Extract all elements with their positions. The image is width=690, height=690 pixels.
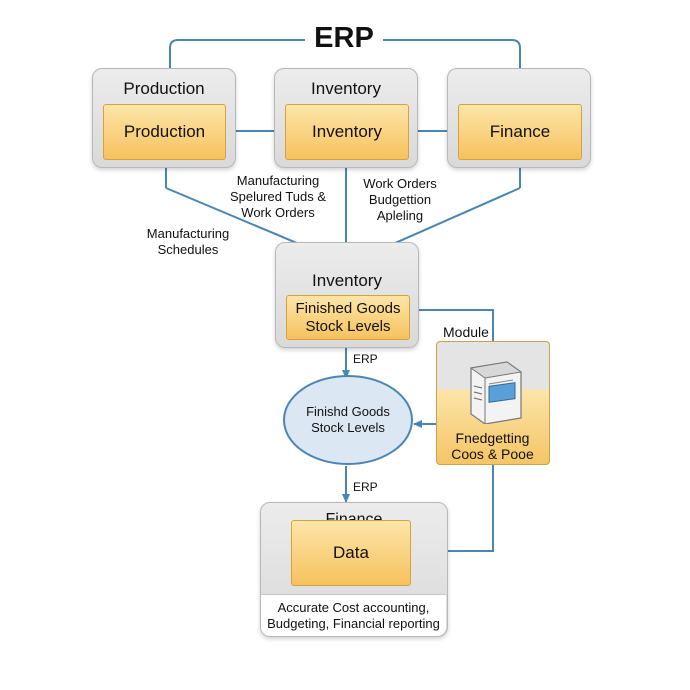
production-inner-box: Production	[103, 104, 226, 160]
label-manufacturing-tuds: Manufacturing Spelured Tuds & Work Order…	[229, 173, 327, 220]
finished-goods-ellipse-text: Finishd Goods Stock Levels	[306, 404, 390, 435]
finance-bottom-box: Finance Data Accurate Cost accounting, B…	[260, 502, 448, 637]
inventory-top-box: Inventory Inventory	[274, 68, 418, 168]
module-box: Fnedgetting Coos & Pooe	[436, 341, 550, 465]
production-box-title: Production	[123, 79, 205, 98]
finance-top-inner-box: Finance	[458, 104, 582, 160]
finance-data-inner-box: Data	[291, 520, 411, 586]
finance-note-panel: Accurate Cost accounting, Budgeting, Fin…	[261, 594, 446, 636]
finished-goods-ellipse-shape	[283, 375, 413, 465]
finance-top-box: Finance	[447, 68, 591, 168]
inventory-top-inner-label: Inventory	[312, 122, 382, 141]
inventory-top-inner-box: Inventory	[285, 104, 409, 160]
finance-note-text: Accurate Cost accounting, Budgeting, Fin…	[267, 600, 440, 631]
line-inventory-mid-to-module	[418, 309, 494, 342]
inventory-mid-line1: Finished Goods	[295, 299, 401, 317]
inventory-top-box-title: Inventory	[311, 79, 381, 98]
module-title: Module	[443, 324, 489, 340]
production-box: Production Production	[92, 68, 236, 168]
erp-bracket-right	[383, 39, 521, 68]
module-text: Fnedgetting Coos & Pooe	[451, 430, 534, 462]
finance-data-label: Data	[333, 543, 369, 562]
label-work-orders: Work Orders Budgettion Apleling	[363, 176, 437, 223]
inventory-mid-inner-box: Finished Goods Stock Levels	[286, 295, 410, 340]
inventory-mid-box-title: Inventory	[312, 271, 382, 290]
inventory-mid-box: Inventory Finished Goods Stock Levels	[275, 242, 419, 348]
erp-label-lower: ERP	[353, 480, 378, 494]
server-document-icon	[469, 361, 523, 424]
inventory-mid-line2: Stock Levels	[305, 317, 391, 335]
finance-top-inner-label: Finance	[489, 122, 551, 141]
diagram-title: ERP	[314, 22, 374, 54]
label-manufacturing-schedules: Manufacturing Schedules	[146, 226, 230, 257]
production-inner-label: Production	[123, 122, 206, 141]
erp-bracket-left	[169, 39, 305, 68]
erp-label-upper: ERP	[353, 352, 378, 366]
